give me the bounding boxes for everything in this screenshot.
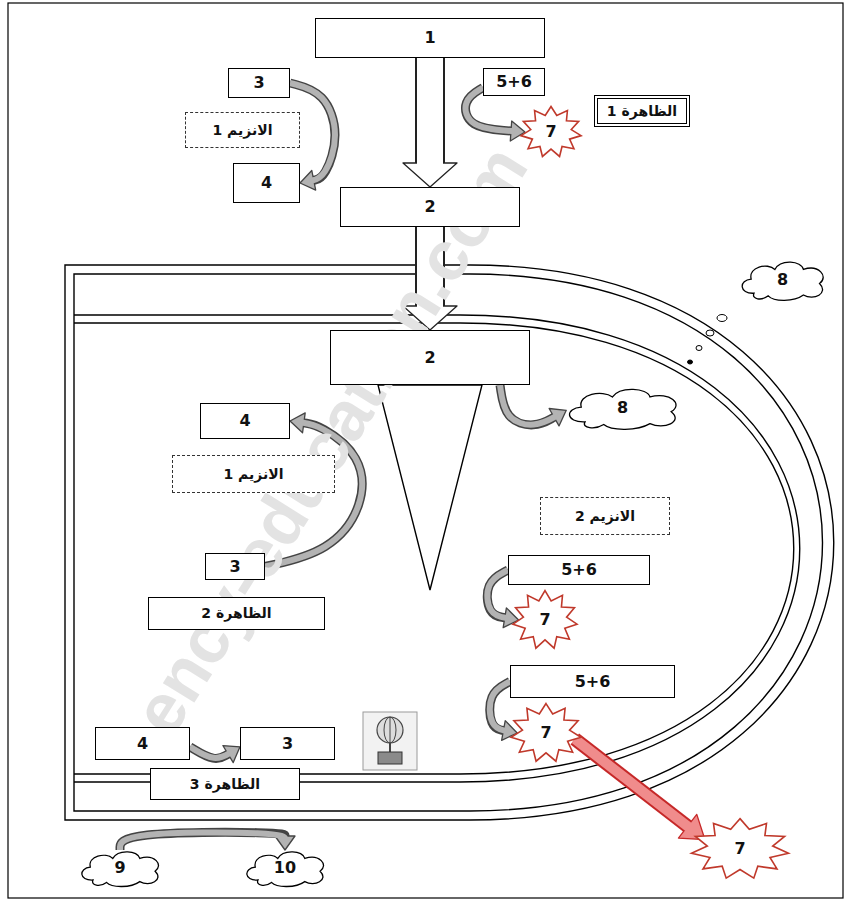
- energy-star: 7: [690, 818, 790, 880]
- energy-star: 7: [512, 590, 578, 650]
- node-text: الظاهرة 3: [190, 776, 260, 793]
- molecule-box: 3: [240, 727, 335, 760]
- process-arrow: [575, 739, 705, 840]
- molecule-box: 3: [228, 68, 290, 98]
- cloud-shape: [569, 389, 676, 429]
- substrate-box: 1: [315, 18, 545, 58]
- molecule-box: 3: [205, 553, 265, 580]
- degradation-cone: [378, 385, 482, 590]
- node-text: 5+6: [561, 560, 597, 579]
- f1-head: [377, 717, 403, 743]
- node-text: 3: [282, 734, 293, 753]
- molecule-box: 5+6: [510, 665, 675, 698]
- gas-bubble: [688, 360, 693, 364]
- node-text: 8: [617, 398, 628, 417]
- process-arrow: [120, 832, 295, 850]
- gas-bubble: [696, 346, 702, 351]
- energy-star: 7: [510, 703, 582, 763]
- cloud-shape: [742, 262, 823, 300]
- process-arrow: [403, 58, 457, 187]
- node-text: 7: [734, 839, 745, 858]
- enzyme-box: الانزيم 1: [185, 112, 300, 148]
- phenomenon-box: الظاهرة 1: [594, 95, 690, 127]
- node-text: 1: [424, 28, 435, 47]
- node-text: 7: [540, 723, 551, 742]
- arrow-body: [417, 58, 443, 167]
- enzyme-box: الانزيم 1: [172, 455, 335, 493]
- gas-cloud: 8: [560, 385, 685, 431]
- node-text: الانزيم 1: [212, 122, 272, 139]
- gas-cloud: 9: [75, 848, 165, 888]
- product-box: 2: [330, 330, 530, 385]
- atp-synthase-icon: [363, 712, 417, 770]
- node-text: 10: [274, 858, 296, 877]
- star-shape: [513, 591, 577, 649]
- arrow-body: [575, 739, 691, 829]
- arrow-body: [120, 832, 285, 850]
- node-text: 4: [137, 734, 148, 753]
- node-text: 4: [239, 411, 250, 430]
- node-text: 3: [253, 73, 264, 92]
- figure-frame: [8, 3, 843, 898]
- star-shape: [521, 107, 581, 157]
- node-text: 2: [424, 348, 435, 367]
- gas-bubble: [706, 330, 714, 336]
- node-text: الظاهرة 1: [607, 103, 677, 120]
- f0-base: [378, 752, 402, 764]
- synthase-stalk: [389, 743, 391, 752]
- gas-cloud: 10: [240, 848, 330, 888]
- node-text: الانزيم 2: [575, 508, 635, 525]
- cloud-shape: [247, 852, 324, 887]
- node-text: 9: [114, 858, 125, 877]
- node-text: 5+6: [575, 672, 611, 691]
- node-text: 4: [261, 173, 272, 192]
- node-text: 7: [545, 122, 556, 141]
- arrow-body: [487, 570, 508, 618]
- node-text: 5+6: [496, 72, 532, 91]
- outer-membrane: [74, 274, 823, 811]
- arrow-body: [500, 385, 558, 425]
- arrow-outline: [487, 570, 508, 618]
- process-arrow: [500, 385, 566, 426]
- molecule-box: 5+6: [508, 555, 650, 585]
- arrow-outline: [120, 832, 285, 850]
- molecule-box: 4: [233, 163, 300, 203]
- molecule-box: 4: [200, 403, 290, 439]
- f1-subunit: [384, 717, 396, 743]
- node-text: الانزيم 1: [223, 466, 283, 483]
- process-arrow: [190, 746, 240, 763]
- product-box: 2: [340, 187, 520, 227]
- node-text: 2: [424, 197, 435, 216]
- synthase-axis: [390, 717, 391, 743]
- star-shape: [692, 819, 789, 879]
- node-text: 7: [539, 610, 550, 629]
- molecule-box: 4: [95, 727, 190, 760]
- molecule-box: 5+6: [483, 68, 545, 96]
- arrow-body: [190, 747, 231, 758]
- enzyme-box: الانزيم 2: [540, 497, 670, 535]
- node-text: الظاهرة 2: [201, 605, 271, 622]
- energy-star: 7: [520, 106, 582, 158]
- node-text: 8: [777, 270, 788, 289]
- phenomenon-box: الظاهرة 2: [148, 597, 325, 630]
- cloud-shape: [82, 852, 159, 887]
- icon-frame: [363, 712, 417, 770]
- gas-cloud: 8: [735, 258, 830, 302]
- star-shape: [511, 704, 581, 762]
- phenomenon-box: الظاهرة 3: [150, 768, 300, 800]
- arrow-body: [490, 682, 510, 732]
- outer-membrane: [65, 265, 834, 820]
- gas-bubble: [717, 315, 727, 322]
- node-text: 3: [229, 557, 240, 576]
